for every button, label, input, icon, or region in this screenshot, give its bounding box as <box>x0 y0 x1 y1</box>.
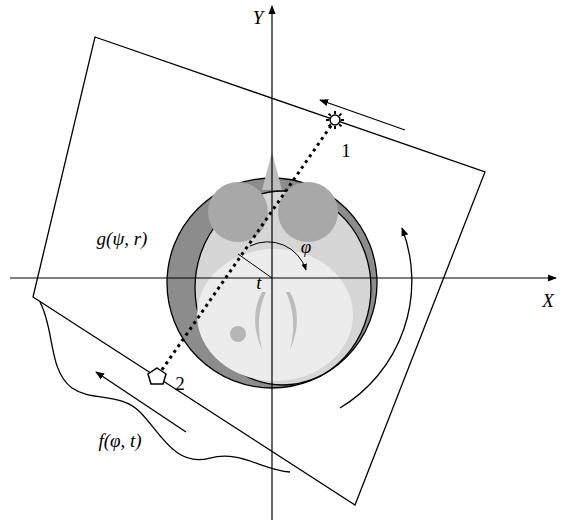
x-axis <box>10 277 556 278</box>
x-ray-source <box>326 111 344 129</box>
offset-line <box>238 254 272 278</box>
brain-region <box>197 249 353 381</box>
ventricle-right <box>286 292 297 350</box>
detector <box>148 368 166 384</box>
diagram-label: t <box>256 273 261 292</box>
scanner-frame <box>33 37 485 505</box>
x-ray-path <box>157 120 335 377</box>
diagram-label: φ <box>301 237 312 256</box>
diagram-label: Y <box>253 8 264 27</box>
angle-arc <box>250 242 306 270</box>
motion-arrow <box>96 372 186 432</box>
lesion <box>230 326 246 342</box>
motion-arrow <box>320 100 405 130</box>
eye-left <box>208 182 268 242</box>
diagram-label: g(ψ, r) <box>97 229 148 248</box>
diagram-label: X <box>542 291 554 310</box>
y-axis <box>271 6 272 520</box>
diagram-label: f(φ, t) <box>98 431 141 450</box>
rotation-arrow <box>340 228 412 408</box>
diagram-label: 2 <box>175 374 185 393</box>
ventricle-left <box>255 292 266 350</box>
diagram-label: 1 <box>341 141 351 160</box>
projection-profile <box>40 302 290 472</box>
